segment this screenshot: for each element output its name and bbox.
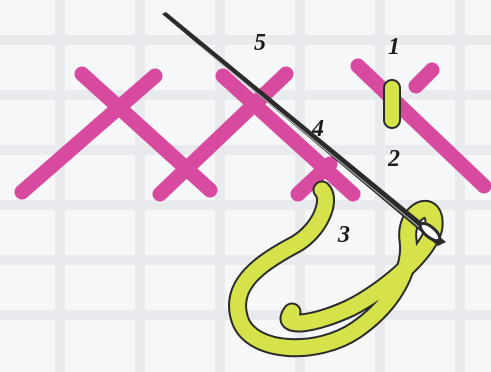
thread-stitch-1-2 <box>384 80 400 128</box>
step-label-4: 4 <box>311 116 324 142</box>
cross-3-stroke-b-upper <box>416 70 432 86</box>
step-label-2: 2 <box>387 146 400 172</box>
step-label-1: 1 <box>388 34 400 60</box>
step-label-5: 5 <box>254 30 266 56</box>
step-label-3: 3 <box>337 222 350 248</box>
